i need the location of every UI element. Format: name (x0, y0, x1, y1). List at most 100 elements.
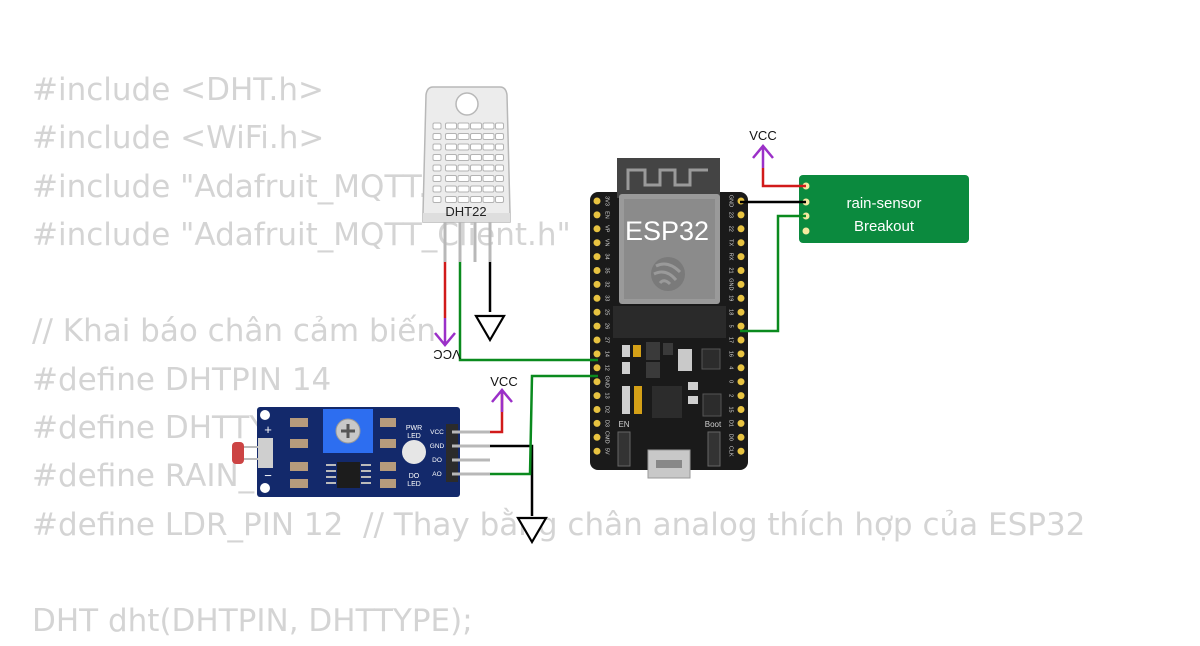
dht22-vent-slot (470, 154, 482, 161)
esp32-pin-label: 12 (604, 365, 610, 371)
esp32-pin-right-4[interactable] (737, 364, 745, 372)
dht22-vent-slot (445, 164, 457, 172)
esp32-pin-label: 18 (728, 309, 734, 315)
dht22-grille (432, 122, 504, 203)
code-line: #include "Adafruit_MQTT.h" (32, 168, 462, 205)
esp32-pin-label: 15 (728, 406, 734, 412)
esp32-pin-right-17[interactable] (737, 336, 745, 344)
pwr-led-label-1: PWR (406, 425, 422, 432)
rain-sensor-breakout[interactable]: rain-sensor Breakout (799, 175, 969, 243)
esp32-pin-label: 34 (604, 254, 610, 260)
boot-button[interactable] (707, 431, 721, 467)
esp32-pin-label: 17 (728, 337, 734, 343)
dht22-vent-slot (457, 196, 470, 203)
esp32-pin-left-d2[interactable] (593, 406, 601, 413)
dht22-vent-slot (457, 185, 470, 193)
wire-dht-data (458, 262, 598, 362)
esp32-pin-right-19[interactable] (737, 294, 745, 302)
esp32-pin-right-16[interactable] (737, 350, 745, 358)
esp32-pin-label: 35 (604, 267, 610, 273)
dht22-vent-slot (482, 185, 495, 193)
esp32-pin-label: 21 (728, 267, 734, 273)
esp32-pin-label: 3V3 (604, 196, 610, 206)
esp32-pin-label: 19 (728, 295, 734, 301)
esp32-pin-left-5v[interactable] (593, 447, 601, 455)
dht22-vent-slot (470, 196, 482, 203)
dht22-sensor[interactable]: DHT22 (422, 86, 511, 262)
ldr-module[interactable]: + − PWR LED DO LED VCC GND DO AO (232, 407, 490, 497)
dht22-vent-slot (482, 164, 495, 172)
esp32-pin-right-tx[interactable] (737, 239, 745, 247)
en-button[interactable] (617, 431, 631, 467)
rain-pin-ao[interactable] (802, 227, 810, 235)
esp32-pin-right-clk[interactable] (737, 447, 745, 455)
dht22-vent-slot (495, 164, 504, 172)
esp32-board[interactable]: ESP32 EN Boot 3V3ENVPVN34353233252627141… (590, 158, 748, 479)
esp32-pin-right-21[interactable] (737, 267, 745, 274)
esp32-pin-right-22[interactable] (737, 225, 745, 233)
esp32-pin-right-2[interactable] (737, 392, 745, 400)
dht22-vent-slot (482, 122, 495, 130)
do-led-label-1: DO (409, 473, 420, 480)
esp32-pin-right-0[interactable] (737, 378, 745, 386)
esp32-pin-left-vn[interactable] (593, 239, 601, 247)
espressif-logo-icon (651, 257, 685, 291)
dht22-vent-slot (457, 133, 470, 140)
esp32-pin-right-15[interactable] (737, 406, 745, 413)
esp32-pin-left-cmd[interactable] (593, 433, 601, 441)
esp32-pin-left-32[interactable] (593, 280, 601, 288)
esp32-label: ESP32 (625, 216, 709, 246)
esp32-pin-label: 14 (604, 351, 610, 357)
esp32-pin-left-13[interactable] (593, 392, 601, 400)
esp32-pin-label: VN (604, 239, 610, 247)
esp32-pin-right-23[interactable] (737, 211, 745, 219)
esp32-pin-left-3v3[interactable] (593, 197, 601, 205)
esp32-pin-left-27[interactable] (593, 336, 601, 344)
dht22-vent-slot (495, 175, 504, 182)
esp32-pin-label: 25 (604, 309, 610, 315)
ldr-pin-label-ao: AO (432, 471, 441, 478)
dht22-vent-slot (495, 196, 504, 203)
code-line: #include <WiFi.h> (32, 120, 325, 157)
dht22-vent-slot (432, 143, 442, 151)
dht22-vent-slot (445, 133, 457, 140)
esp32-pin-left-gnd[interactable] (593, 378, 601, 386)
esp32-pin-left-14[interactable] (593, 350, 601, 358)
esp32-pin-left-en[interactable] (593, 211, 601, 219)
esp32-pin-left-12[interactable] (593, 364, 601, 372)
dht22-vent-slot (432, 164, 442, 172)
dht22-vent-slot (470, 143, 482, 151)
esp32-pin-left-d3[interactable] (593, 419, 601, 427)
esp32-pin-left-35[interactable] (593, 267, 601, 274)
dht22-vent-slot (457, 122, 470, 130)
en-label: EN (618, 420, 629, 429)
code-line: // Khai báo chân cảm biến (32, 313, 436, 350)
esp32-pin-left-25[interactable] (593, 308, 601, 316)
esp32-pin-label: GND (728, 195, 734, 207)
code-line: #define LDR_PIN 12 // Thay bằng chân ana… (32, 506, 1086, 543)
esp32-pin-right-gnd[interactable] (737, 280, 745, 288)
gnd-symbol-ldr (516, 516, 548, 545)
esp32-pin-label: CMD (604, 431, 610, 444)
esp32-pin-left-33[interactable] (593, 294, 601, 302)
dht22-vent-slot (495, 143, 504, 151)
esp32-pin-left-vp[interactable] (593, 225, 601, 233)
esp32-pin-right-d1[interactable] (737, 419, 745, 427)
dht22-vent-slot (457, 164, 470, 172)
esp32-pin-label: 23 (728, 212, 734, 218)
vcc-label-dht: VCC (433, 347, 460, 362)
esp32-pin-left-34[interactable] (593, 253, 601, 261)
esp32-pin-right-18[interactable] (737, 308, 745, 316)
esp32-pin-label: D0 (728, 434, 734, 441)
ldr-pin-label-gnd: GND (430, 443, 445, 450)
esp32-pin-label: 22 (728, 226, 734, 232)
ldr-pin-label-do: DO (432, 457, 442, 464)
esp32-pin-right-rx[interactable] (737, 253, 745, 261)
esp32-pin-left-26[interactable] (593, 322, 601, 330)
photoresistor-icon (232, 442, 244, 464)
esp32-pin-right-5[interactable] (737, 322, 745, 330)
esp32-pin-right-d0[interactable] (737, 433, 745, 441)
esp32-pin-label: VP (604, 225, 610, 233)
code-background: #include <DHT.h>#include <WiFi.h>#includ… (32, 66, 1085, 646)
dht22-vent-slot (432, 185, 442, 193)
